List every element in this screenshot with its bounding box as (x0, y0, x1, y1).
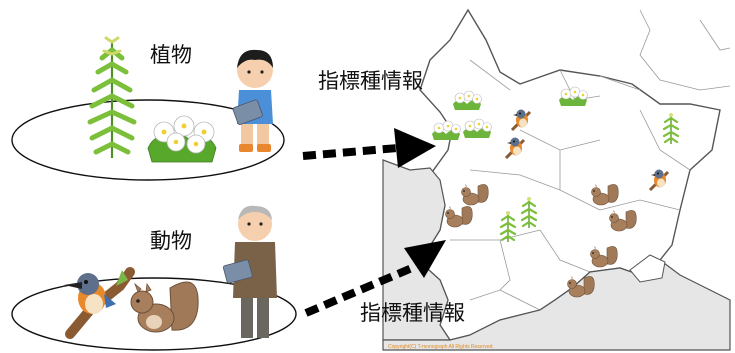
peninsula-east (629, 254, 666, 283)
indicator-info-label-top: 指標種情報 (318, 69, 423, 93)
old-man-with-tablet-icon (222, 205, 277, 338)
white-flowers-icon (147, 115, 217, 163)
plants-label: 植物 (150, 43, 192, 67)
indicator-info-label-bottom: 指標種情報 (360, 301, 465, 325)
kingfisher-bird-icon (64, 267, 135, 339)
upper-arrow (302, 128, 436, 168)
animals-ellipse (11, 277, 297, 351)
animals-label: 動物 (150, 229, 192, 253)
northern-border (639, 9, 731, 91)
plants-ellipse (11, 99, 285, 181)
prefecture-map (382, 8, 731, 351)
map-copyright: Copyright(C) T-monograph All Rights Rese… (388, 344, 494, 350)
boy-with-tablet-icon (232, 49, 273, 152)
mugwort-plant-icon (87, 36, 137, 158)
lower-arrow (304, 240, 446, 317)
squirrel-icon (130, 281, 199, 333)
